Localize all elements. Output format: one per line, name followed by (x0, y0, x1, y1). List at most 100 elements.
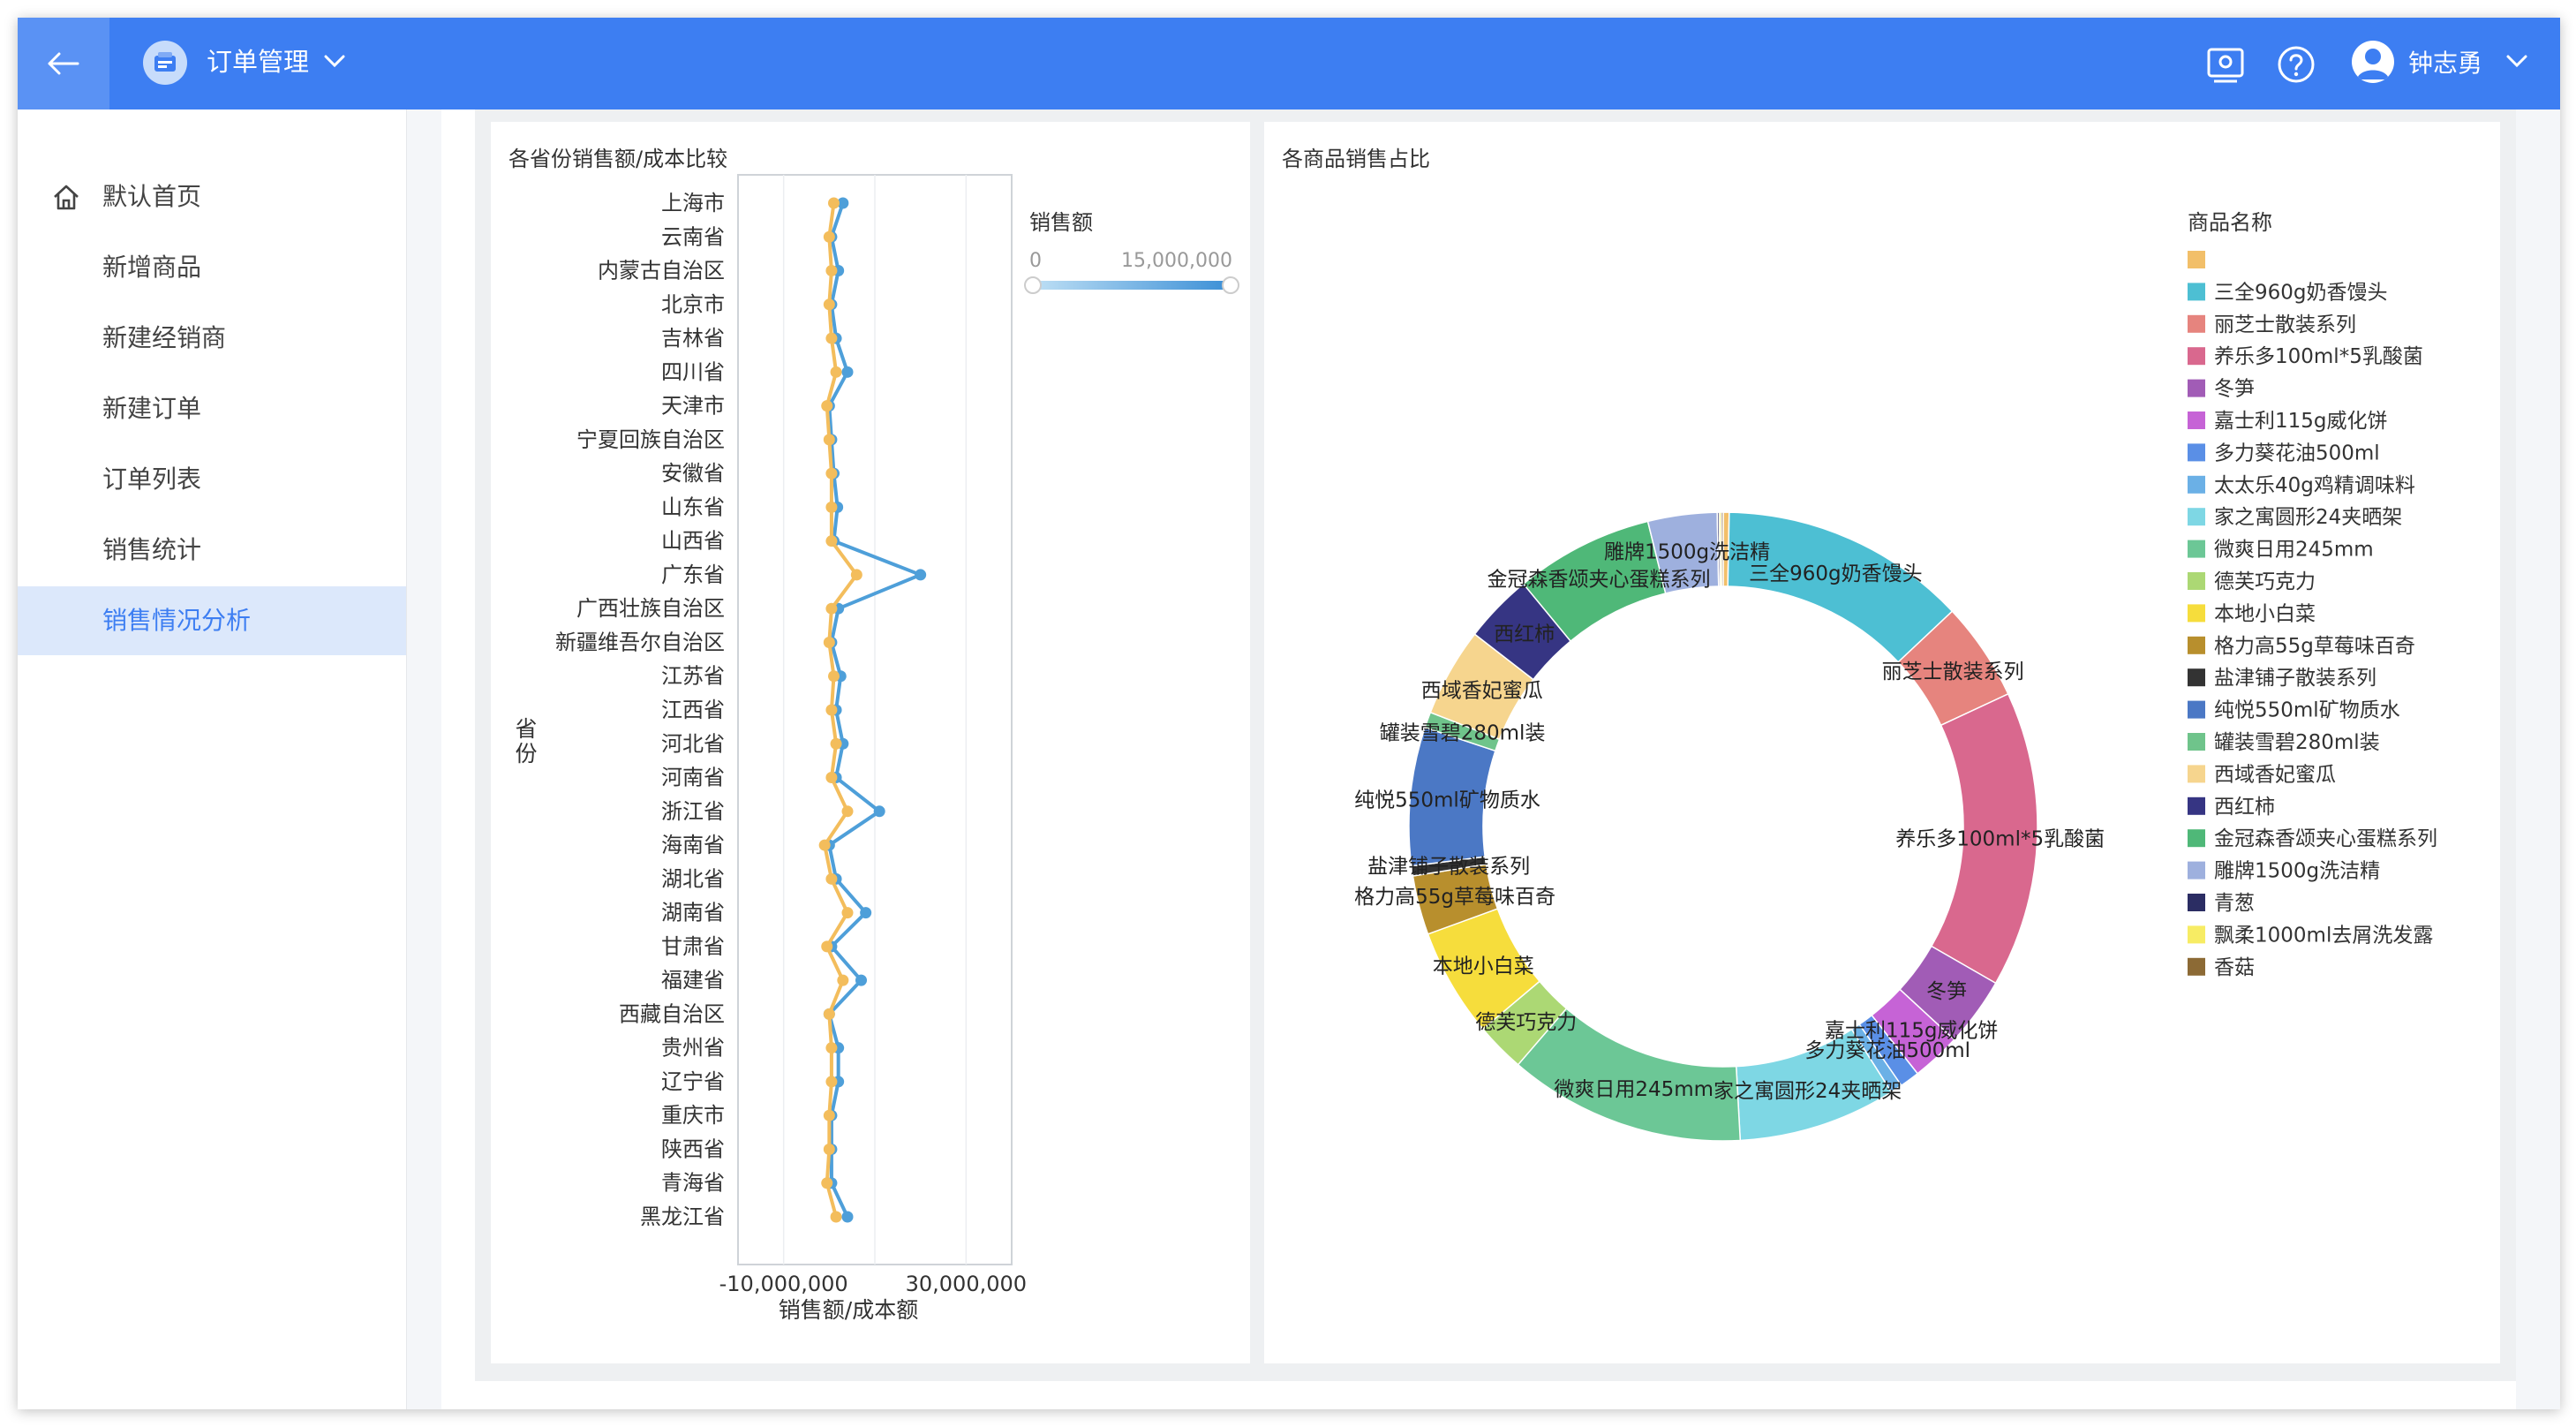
data-point[interactable] (823, 434, 835, 446)
data-point[interactable] (825, 704, 838, 716)
legend-swatch[interactable] (2188, 604, 2205, 623)
data-point[interactable] (825, 872, 838, 885)
data-point[interactable] (837, 974, 849, 986)
app-title[interactable]: 订单管理 (207, 47, 310, 77)
legend-swatch[interactable] (2188, 797, 2205, 815)
data-point[interactable] (860, 907, 872, 919)
legend-item-label[interactable]: 太太乐40g鸡精调味料 (2214, 474, 2415, 497)
legend-item-label[interactable]: 本地小白菜 (2214, 602, 2316, 625)
pie-slice[interactable] (1727, 511, 1954, 663)
data-point[interactable] (823, 230, 835, 243)
legend-item-label[interactable]: 格力高55g草莓味百奇 (2214, 635, 2415, 658)
pie-slice[interactable] (1720, 511, 1724, 587)
data-point[interactable] (837, 197, 849, 209)
data-point[interactable] (825, 501, 838, 513)
legend-item-label[interactable]: 养乐多100ml*5乳酸菌 (2214, 345, 2423, 368)
data-point[interactable] (825, 265, 838, 277)
legend-swatch[interactable] (2188, 733, 2205, 751)
data-point[interactable] (825, 467, 838, 479)
data-point[interactable] (821, 400, 833, 412)
legend-swatch[interactable] (2188, 765, 2205, 783)
visual-map-bar[interactable] (1031, 281, 1231, 290)
legend-swatch[interactable] (2188, 636, 2205, 654)
sidebar-item-home[interactable]: 默认首页 (18, 162, 406, 231)
data-point[interactable] (823, 1008, 835, 1020)
legend-item-label[interactable]: 青葱 (2214, 892, 2255, 915)
legend-item-label[interactable]: 盐津铺子散装系列 (2214, 667, 2376, 690)
data-point[interactable] (823, 1109, 835, 1121)
data-point[interactable] (830, 737, 842, 750)
help-icon[interactable] (2276, 44, 2316, 85)
legend-item-label[interactable]: 嘉士利115g威化饼 (2214, 410, 2388, 433)
legend-item-label[interactable]: 德芙巧克力 (2214, 570, 2316, 593)
data-point[interactable] (818, 839, 831, 851)
data-point[interactable] (830, 1211, 842, 1223)
data-point[interactable] (823, 298, 835, 311)
legend-swatch[interactable] (2188, 829, 2205, 848)
data-point[interactable] (841, 1211, 854, 1223)
data-point[interactable] (828, 197, 840, 209)
legend-swatch[interactable] (2188, 283, 2205, 301)
product-pie-chart[interactable]: 三全960g奶香馒头丽芝士散装系列养乐多100ml*5乳酸菌冬笋嘉士利115g威… (1264, 122, 2500, 1363)
data-point[interactable] (855, 974, 867, 986)
legend-item-label[interactable]: 三全960g奶香馒头 (2214, 281, 2388, 304)
legend-swatch[interactable] (2188, 925, 2205, 944)
user-menu-chevron-icon[interactable] (2505, 53, 2528, 69)
legend-swatch[interactable] (2188, 957, 2205, 976)
data-point[interactable] (850, 569, 862, 581)
data-point[interactable] (828, 670, 840, 683)
legend-item-label[interactable]: 西红柿 (2214, 796, 2275, 819)
data-point[interactable] (825, 332, 838, 344)
legend-item-label[interactable]: 多力葵花油500ml (2214, 442, 2380, 464)
legend-swatch[interactable] (2188, 572, 2205, 590)
back-button[interactable] (18, 18, 109, 109)
legend-swatch[interactable] (2188, 347, 2205, 366)
data-point[interactable] (841, 805, 854, 818)
legend-swatch[interactable] (2188, 508, 2205, 526)
data-point[interactable] (823, 1143, 835, 1155)
legend-item-label[interactable]: 西域香妃蜜瓜 (2214, 763, 2336, 786)
sidebar-item-sales-analysis[interactable]: 销售情况分析 (18, 586, 406, 655)
data-point[interactable] (825, 1076, 838, 1088)
legend-item-label[interactable]: 冬笋 (2214, 378, 2255, 401)
legend-item-label[interactable]: 香菇 (2214, 956, 2255, 979)
legend-item-label[interactable]: 纯悦550ml矿物质水 (2214, 699, 2400, 722)
legend-item-label[interactable]: 金冠森香颂夹心蛋糕系列 (2214, 827, 2437, 850)
legend-item-label[interactable]: 雕牌1500g洗洁精 (2214, 860, 2380, 883)
legend-item-label[interactable]: 罐装雪碧280ml装 (2214, 731, 2380, 754)
legend-swatch[interactable] (2188, 443, 2205, 462)
legend-swatch[interactable] (2188, 314, 2205, 333)
legend-item-label[interactable]: 飘柔1000ml去屑洗发露 (2214, 924, 2433, 947)
data-point[interactable] (821, 940, 833, 953)
data-point[interactable] (841, 366, 854, 378)
legend-swatch[interactable] (2188, 411, 2205, 429)
data-point[interactable] (823, 636, 835, 648)
legend-swatch[interactable] (2188, 668, 2205, 687)
sidebar-item-add-dealer[interactable]: 新建经销商 (18, 304, 406, 373)
sidebar-item-sales-stats[interactable]: 销售统计 (18, 516, 406, 585)
data-point[interactable] (825, 1042, 838, 1054)
sidebar-item-order-list[interactable]: 订单列表 (18, 445, 406, 514)
legend-swatch[interactable] (2188, 251, 2205, 268)
legend-swatch[interactable] (2188, 540, 2205, 558)
screen-capture-icon[interactable] (2205, 44, 2246, 85)
visual-map-max-handle[interactable] (1222, 276, 1239, 294)
legend-swatch[interactable] (2188, 894, 2205, 911)
sidebar-item-add-product[interactable]: 新增商品 (18, 233, 406, 302)
legend-item-label[interactable]: 家之寓圆形24夹晒架 (2214, 506, 2402, 529)
province-line-chart[interactable]: 上海市云南省内蒙古自治区北京市吉林省四川省天津市宁夏回族自治区安徽省山东省山西省… (491, 122, 1250, 1363)
chevron-down-icon[interactable] (323, 53, 346, 69)
data-point[interactable] (830, 366, 842, 378)
sidebar-item-new-order[interactable]: 新建订单 (18, 374, 406, 443)
legend-item-label[interactable]: 微爽日用245mm (2214, 539, 2374, 562)
data-point[interactable] (915, 569, 927, 581)
data-point[interactable] (825, 535, 838, 547)
legend-swatch[interactable] (2188, 379, 2205, 397)
data-point[interactable] (825, 772, 838, 784)
legend-swatch[interactable] (2188, 861, 2205, 880)
user-name[interactable]: 钟志勇 (2408, 49, 2483, 78)
legend-swatch[interactable] (2188, 700, 2205, 719)
data-point[interactable] (825, 602, 838, 615)
visual-map-min-handle[interactable] (1024, 276, 1042, 294)
data-point[interactable] (841, 907, 854, 919)
